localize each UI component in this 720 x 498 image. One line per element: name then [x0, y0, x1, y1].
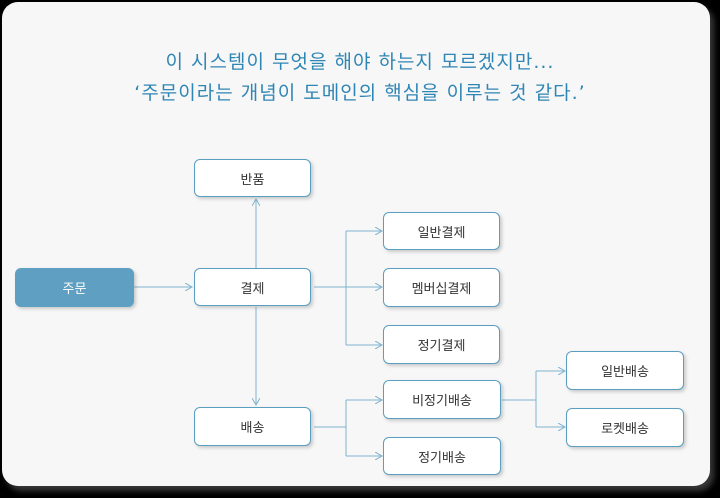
node-general-delivery: 일반배송	[566, 351, 684, 390]
node-rocket-delivery: 로켓배송	[566, 408, 684, 447]
node-return: 반품	[194, 159, 311, 197]
node-general-payment: 일반결제	[383, 212, 500, 250]
node-order: 주문	[15, 268, 134, 307]
diagram-card	[2, 2, 710, 486]
node-subscription-payment: 정기결제	[383, 325, 500, 364]
headline-line-1: 이 시스템이 무엇을 해야 하는지 모르겠지만...	[165, 51, 555, 73]
headline-line-2: ‘주문이라는 개념이 도메인의 핵심을 이루는 것 같다.’	[134, 82, 586, 104]
node-membership-payment: 멤버십결제	[383, 268, 500, 307]
node-delivery: 배송	[194, 407, 311, 446]
node-non-regular-delivery: 비정기배송	[383, 380, 501, 419]
node-regular-delivery: 정기배송	[383, 437, 501, 475]
node-payment: 결제	[194, 268, 311, 306]
